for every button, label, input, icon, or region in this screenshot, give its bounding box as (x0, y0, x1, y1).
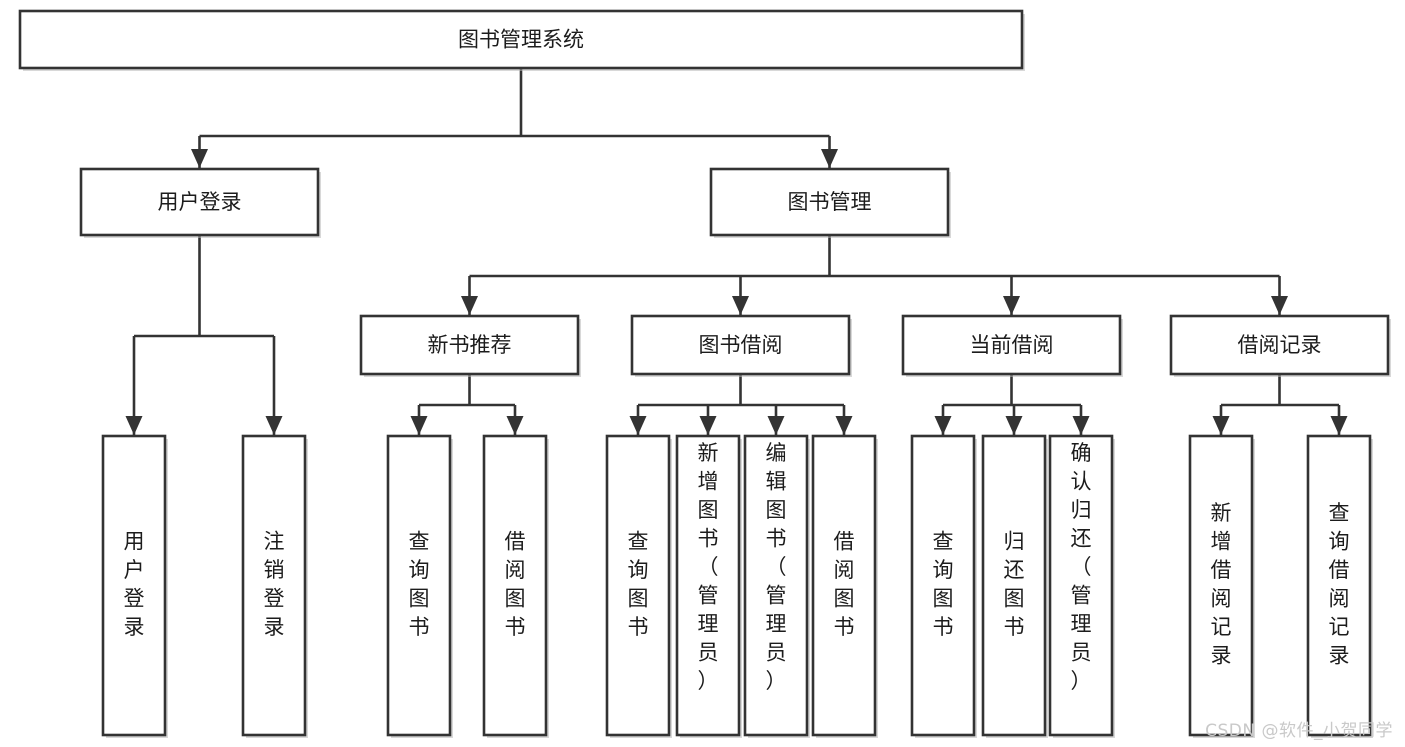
node-l3-0-新书推荐[interactable]: 新书推荐 (359, 314, 581, 377)
node-label: 确认归还（管理员） (1071, 441, 1092, 693)
arrow-head-root-0 (191, 149, 208, 168)
node-label: 查询图书 (628, 530, 649, 640)
node-leaf-10-确认归还管理员[interactable]: 确认归还（管理员） (1048, 434, 1115, 738)
node-leaf-12-查询借阅记录[interactable]: 查询借阅记录 (1306, 434, 1373, 738)
node-label: 图书管理 (788, 190, 872, 214)
arrow-head-records-1 (1330, 416, 1348, 435)
node-l3-1-图书借阅[interactable]: 图书借阅 (630, 314, 852, 377)
node-label: 归还图书 (1004, 530, 1025, 640)
node-box (811, 434, 877, 737)
arrow-head-book-mgmt-1 (732, 296, 749, 315)
node-l3-2-当前借阅[interactable]: 当前借阅 (901, 314, 1123, 377)
node-leaf-11-新增借阅记录[interactable]: 新增借阅记录 (1188, 434, 1255, 738)
arrow-head-current-0 (934, 416, 952, 435)
node-leaf-6-编辑图书管理员[interactable]: 编辑图书（管理员） (743, 434, 810, 738)
node-box (910, 434, 976, 737)
arrow-head-borrow-3 (835, 416, 853, 435)
node-label: 查询图书 (933, 530, 954, 640)
node-label: 图书借阅 (699, 333, 783, 357)
node-label: 当前借阅 (970, 333, 1054, 357)
node-box (359, 314, 580, 376)
arrow-head-user-login-1 (265, 416, 283, 435)
node-box (901, 314, 1122, 376)
arrow-head-user-login-0 (125, 416, 143, 435)
node-box (709, 167, 950, 237)
arrow-head-borrow-2 (767, 416, 785, 435)
arrow-head-records-0 (1212, 416, 1230, 435)
arrow-head-book-mgmt-2 (1003, 296, 1020, 315)
node-box (18, 9, 1024, 70)
node-l2-1-图书管理[interactable]: 图书管理 (709, 167, 951, 238)
node-label: 借阅记录 (1238, 333, 1322, 357)
node-box (605, 434, 671, 737)
node-box (386, 434, 452, 737)
arrow-head-borrow-0 (629, 416, 647, 435)
nodes-layer: 图书管理系统用户登录图书管理新书推荐图书借阅当前借阅借阅记录用户登录注销登录查询… (18, 9, 1391, 738)
connectors-layer (125, 68, 1348, 435)
node-label: 借阅图书 (505, 530, 526, 640)
node-box (675, 434, 741, 737)
node-leaf-7-借阅图书[interactable]: 借阅图书 (811, 434, 878, 738)
node-leaf-3-借阅图书[interactable]: 借阅图书 (482, 434, 549, 738)
node-leaf-0-用户登录[interactable]: 用户登录 (101, 434, 168, 738)
node-label: 新增借阅记录 (1211, 501, 1232, 668)
node-label: 注销登录 (264, 530, 285, 640)
node-box (101, 434, 167, 737)
node-leaf-4-查询图书[interactable]: 查询图书 (605, 434, 672, 738)
node-label: 借阅图书 (834, 530, 855, 640)
node-label: 用户登录 (158, 190, 242, 214)
node-label: 新增图书（管理员） (698, 441, 719, 693)
node-box (1306, 434, 1372, 737)
node-box (241, 434, 307, 737)
arrow-head-borrow-1 (699, 416, 717, 435)
arrow-head-book-mgmt-0 (461, 296, 478, 315)
node-label: 用户登录 (124, 530, 145, 640)
node-leaf-5-新增图书管理员[interactable]: 新增图书（管理员） (675, 434, 742, 738)
node-leaf-2-查询图书[interactable]: 查询图书 (386, 434, 453, 738)
node-leaf-9-归还图书[interactable]: 归还图书 (981, 434, 1048, 738)
arrow-head-current-2 (1072, 416, 1090, 435)
node-box (482, 434, 548, 737)
arrow-head-current-1 (1005, 416, 1023, 435)
node-l2-0-用户登录[interactable]: 用户登录 (79, 167, 321, 238)
node-box (743, 434, 809, 737)
node-box (1169, 314, 1390, 376)
node-l3-3-借阅记录[interactable]: 借阅记录 (1169, 314, 1391, 377)
node-label: 图书管理系统 (458, 28, 584, 52)
node-label: 新书推荐 (428, 333, 512, 357)
node-box (981, 434, 1047, 737)
node-leaf-1-注销登录[interactable]: 注销登录 (241, 434, 308, 738)
node-box (79, 167, 320, 237)
node-label: 编辑图书（管理员） (766, 441, 787, 693)
arrow-head-root-1 (821, 149, 838, 168)
node-leaf-8-查询图书[interactable]: 查询图书 (910, 434, 977, 738)
node-label: 查询图书 (409, 530, 430, 640)
node-box (1048, 434, 1114, 737)
node-box (1188, 434, 1254, 737)
arrow-head-new-book-1 (506, 416, 524, 435)
watermark-text: CSDN @软件_小贺同学 (1205, 721, 1393, 741)
node-root-0-图书管理系统[interactable]: 图书管理系统 (18, 9, 1025, 71)
arrow-head-book-mgmt-3 (1271, 296, 1288, 315)
arrow-head-new-book-0 (410, 416, 428, 435)
node-box (630, 314, 851, 376)
node-label: 查询借阅记录 (1329, 501, 1350, 668)
